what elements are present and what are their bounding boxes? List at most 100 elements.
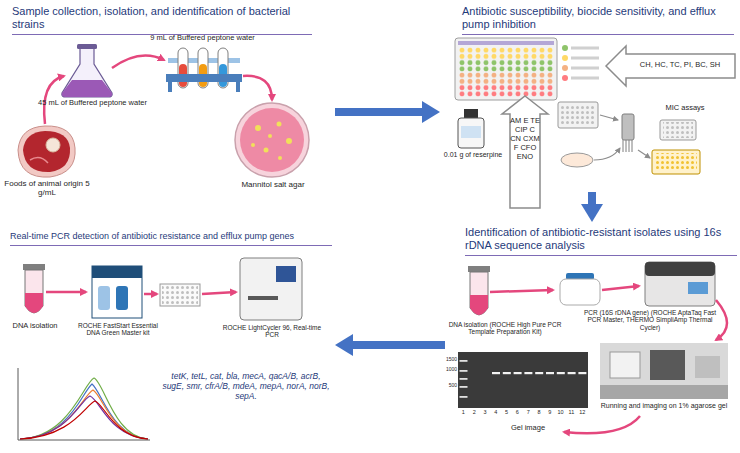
small-plate-wells [663,122,693,138]
small-plate-wells [561,105,595,125]
lane-number: 9 [545,409,555,415]
microplate-illustration [455,38,599,100]
meat-illustration [18,126,75,177]
dna-band [578,372,586,374]
panel-band: Identification of antibiotic-resistant i… [445,222,740,453]
medium-label: Mannitol salt agar [228,180,318,189]
tube-illustration [468,266,490,315]
meat-marbling [30,158,48,163]
sample-label: Foods of animal origin 5 g/mL [0,179,94,197]
flow-arrow [202,292,236,294]
step-label: DNA isolation (ROCHE High Pure PCR Templ… [445,321,565,336]
device-body [240,258,302,320]
reagent-label: 0.01 g of reserpine [433,151,513,159]
pcr-plate-illustration [160,284,200,306]
plate-header [458,41,554,45]
antibiotic-arrow [502,96,548,208]
lane-number: 5 [502,409,512,415]
rack-leg [168,82,172,92]
melt-curve [20,378,148,439]
pipette-tips [623,140,632,152]
tube-liquid [25,293,43,313]
legend-dot [562,45,568,51]
ladder-band [460,386,468,388]
thermal-cycler-illustration [645,262,715,306]
device-screen [276,266,296,282]
legend-line [571,67,599,70]
tube-cap [468,266,490,272]
kit-box [560,279,600,305]
lane-number: 11 [566,409,576,415]
panel-band: Real-time PCR detection of antibiotic re… [0,225,335,453]
flow-arrow [46,291,86,294]
flow-arrow [144,293,157,296]
lane-number: 4 [491,409,501,415]
step-arrow [594,148,620,160]
flow-connector [335,108,422,116]
panel-heading: Antibiotic susceptibility, biocide sensi… [462,5,734,35]
rack-front [166,74,242,82]
biocide-list: CH, HC, TC, PI, BC, SH [628,61,732,70]
tube-cap [23,264,45,270]
tube-rack-illustration [166,48,242,92]
lane-number: 10 [556,409,566,415]
small-petri [561,153,593,167]
flow-arrow [243,76,272,100]
gene-list: tetK, tetL, cat, bla, mecA, qacA/B, acrB… [162,372,330,401]
dna-band [492,372,500,374]
lane-number: 8 [534,409,544,415]
legend-dot [562,55,568,61]
lane-number: 6 [512,409,522,415]
lane-number: 3 [480,409,490,415]
ladder-size: 1000 [443,367,457,373]
device-slot [248,296,278,300]
lane-number: 7 [523,409,533,415]
dna-band [535,372,543,374]
well-row [458,47,554,60]
melt-curve [20,401,148,439]
reserpine-bottle [458,109,484,148]
mic-plate [652,150,700,174]
colony [255,125,261,131]
tube-body [25,270,43,313]
colony [264,148,269,153]
panel-heading: Real-time PCR detection of antibiotic re… [10,231,332,246]
lightcycler-illustration [240,258,302,320]
melt-curve-chart [18,368,150,440]
bottle-label [461,126,481,138]
photo-background [600,343,728,399]
legend-dot [562,65,568,71]
sample-label: 45 mL of Buffered peptone water [30,99,155,108]
agar [240,108,304,172]
colony [286,138,292,144]
flow-connector [353,341,445,349]
flow-arrow [716,300,727,340]
step-arrow [600,115,618,120]
biocide-arrow [606,46,735,86]
gel-tank [610,352,640,378]
colony [268,134,272,138]
cycler-body [645,262,715,306]
step-label: DNA isolation [2,322,68,331]
colony [251,143,255,147]
kit-box [92,266,142,318]
flask-illustration [62,44,112,97]
gel-image [458,352,588,408]
step-arrow [638,150,650,158]
kit-label: ROCHE FastStart Essential DNA Green Mast… [72,322,164,337]
colony [278,156,282,160]
pcr-kit-illustration [560,273,600,305]
legend-line [571,77,599,80]
flow-arrow [112,56,164,69]
dna-band [524,372,532,374]
ladder-band [460,378,468,380]
ladder-band [460,370,468,372]
dna-band [503,372,511,374]
ladder-size: 1500 [443,357,457,363]
gel [458,352,588,408]
legend-line [571,47,599,50]
gel-label: Gel image [498,424,558,433]
flow-arrow [564,416,640,433]
dna-band [557,372,565,374]
